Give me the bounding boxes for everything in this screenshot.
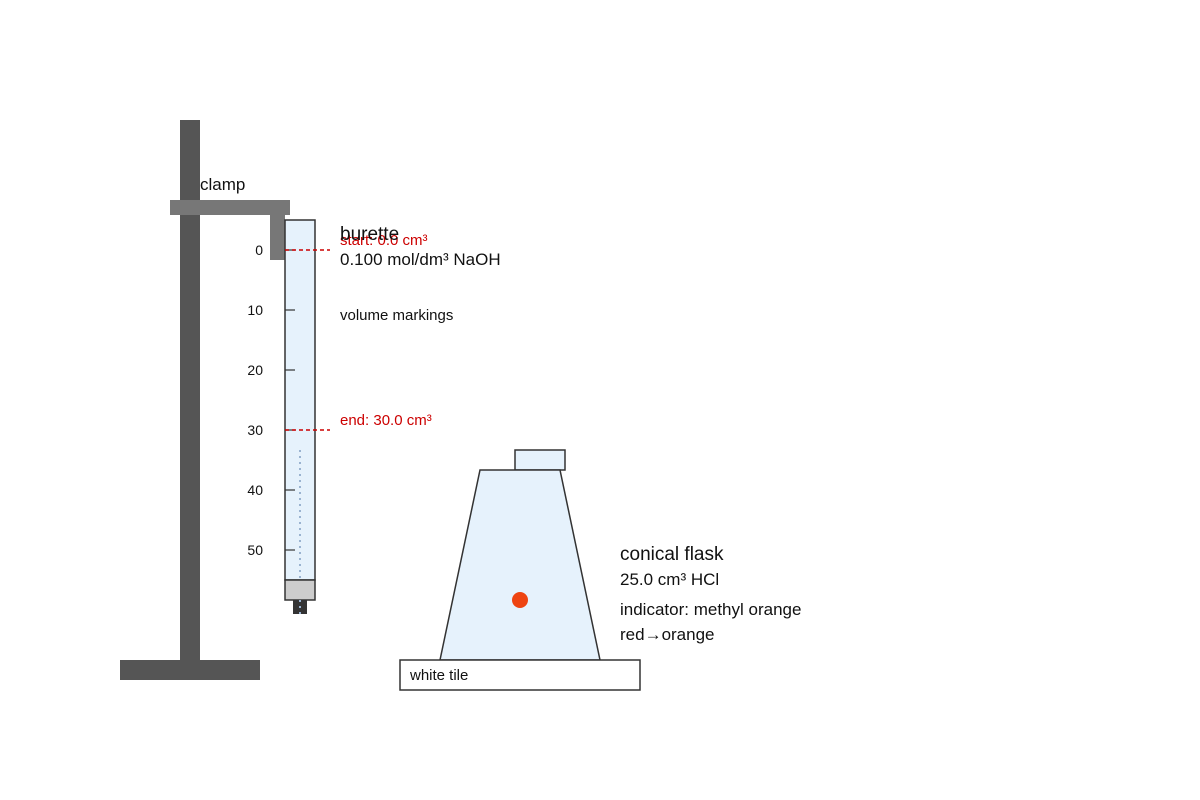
clamp-label: clamp	[200, 175, 245, 194]
conical-flask-label: conical flask	[620, 544, 724, 565]
burette-scale: 0 10 20 30 40 50	[247, 242, 295, 558]
burette-label: burette	[340, 224, 399, 245]
burette-solution-label: 0.100 mol/dm³ NaOH	[340, 250, 501, 269]
burette-tube	[284, 219, 316, 581]
scale-tick-label: 10	[247, 302, 263, 318]
flask-body	[439, 469, 601, 661]
flask-neck	[514, 449, 566, 471]
scale-tick-label: 20	[247, 362, 263, 378]
flask-solution-label: 25.0 cm³ HCl	[620, 570, 719, 589]
scale-tick-label: 30	[247, 422, 263, 438]
volume-markings-label: volume markings	[340, 307, 453, 324]
indicator-dot	[512, 592, 528, 608]
burette-tap	[284, 579, 316, 601]
white-tile	[399, 659, 641, 691]
clamp-arm	[170, 200, 290, 215]
clamp-jaw	[270, 200, 285, 260]
stand-rod	[180, 120, 200, 665]
scale-tick-label: 40	[247, 482, 263, 498]
end-reading-label: end: 30.0 cm³	[340, 412, 432, 429]
scale-tick-label: 0	[255, 242, 263, 258]
white-tile-label: white tile	[409, 667, 468, 684]
scale-tick-label: 50	[247, 542, 263, 558]
color-change-label: red→orange	[620, 625, 715, 644]
indicator-label: indicator: methyl orange	[620, 600, 801, 619]
stand-base	[120, 660, 260, 680]
start-reading-label: start: 0.0 cm³	[340, 232, 428, 249]
